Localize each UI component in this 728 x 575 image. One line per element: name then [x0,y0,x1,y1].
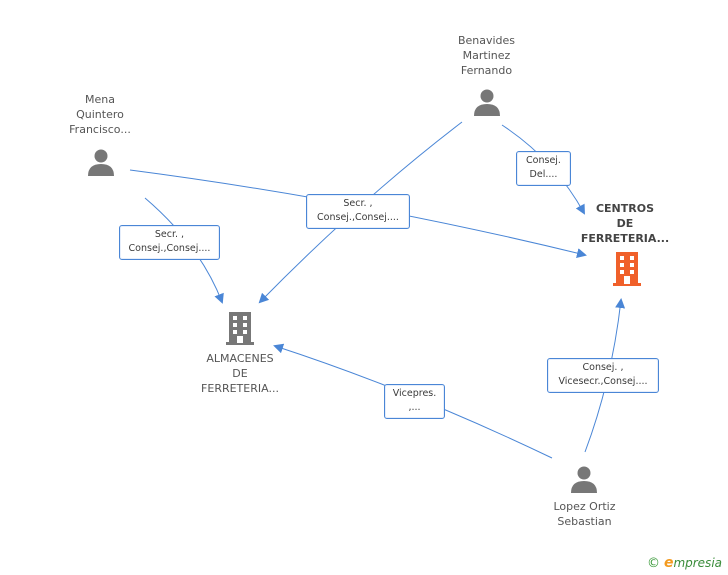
empresia-logo: © empresia [646,555,722,571]
node-label-mena: Mena Quintero Francisco... [69,93,131,136]
node-label-almacenes: ALMACENES DE FERRETERIA... [201,352,279,395]
person-icon[interactable] [472,87,502,117]
node-label-benavides: Benavides Martinez Fernando [457,34,516,77]
node-label-centros: CENTROS DE FERRETERIA... [580,202,670,245]
building-icon[interactable] [611,251,643,286]
copyright-symbol: © [646,555,660,571]
edge-label-mena-almacenes[interactable]: Secr. , Consej.,Consej.... [119,225,220,260]
person-icon[interactable] [86,147,116,177]
edge-label-mena-centros[interactable]: Secr. , Consej.,Consej.... [306,194,410,229]
building-icon[interactable] [224,311,256,345]
edge-label-benavides-centros[interactable]: Consej. Del.... [516,151,571,186]
edge-label-lopez-almacenes[interactable]: Vicepres. ,... [384,384,445,419]
person-icon[interactable] [569,464,599,494]
node-label-lopez: Lopez Ortiz Sebastian [553,500,616,528]
edge-label-lopez-centros[interactable]: Consej. , Vicesecr.,Consej.... [547,358,659,393]
